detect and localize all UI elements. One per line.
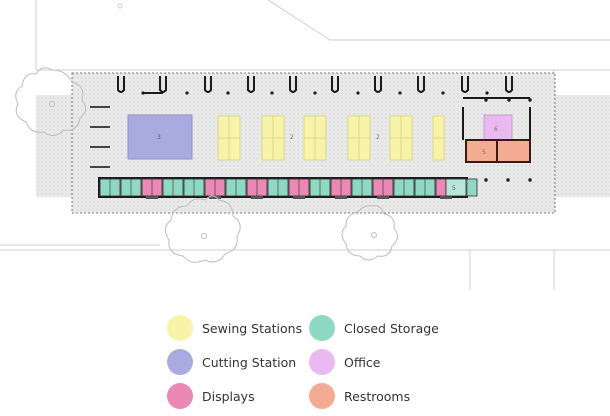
- display-unit-base: [377, 196, 389, 199]
- legend-item-office: Office: [309, 349, 381, 375]
- wall-post: [374, 76, 382, 93]
- column-dot: [507, 98, 511, 102]
- wall-post: [289, 76, 297, 93]
- display-unit-base: [209, 196, 221, 199]
- storage-unit: [309, 178, 331, 197]
- sewing-station: [261, 115, 285, 161]
- storage-unit: [351, 178, 373, 197]
- legend-label-restrooms: Restrooms: [344, 388, 411, 404]
- storage-end-number: 5: [452, 185, 456, 192]
- wall-post: [461, 76, 469, 93]
- storage-unit: [162, 178, 184, 197]
- legend-label-cutting: Cutting Station: [202, 354, 297, 370]
- sewing-station: [389, 115, 413, 161]
- sewing-station-number-a: 2: [290, 134, 294, 141]
- site-context-lines: [0, 0, 610, 290]
- sewing-station-number-b: 2: [376, 134, 380, 141]
- storage-unit: [414, 178, 436, 197]
- column-dot: [528, 98, 532, 102]
- wall-post-dot: [185, 91, 189, 95]
- wall-post: [417, 76, 425, 93]
- entry-stairs: [90, 106, 110, 168]
- wall-post-dot: [441, 91, 445, 95]
- display-unit-base: [293, 196, 305, 199]
- storage-unit-end: [445, 178, 467, 197]
- column-dot: [484, 178, 488, 182]
- cutting-station-number: 3: [157, 134, 161, 141]
- wall-post: [505, 76, 513, 93]
- display-unit-base: [440, 196, 452, 199]
- wall-post: [204, 76, 212, 93]
- display-unit: [246, 178, 268, 199]
- sewing-station: [347, 115, 371, 161]
- legend-label-storage: Closed Storage: [344, 320, 439, 336]
- column-dots: [484, 98, 532, 182]
- storage-unit: [267, 178, 289, 197]
- wall-post: [117, 76, 125, 93]
- column-dot: [484, 98, 488, 102]
- display-unit: [204, 178, 226, 199]
- storage-unit: [225, 178, 247, 197]
- legend-swatch-displays: [167, 383, 193, 409]
- legend-label-office: Office: [344, 354, 381, 370]
- storage-unit: [393, 178, 415, 197]
- wall-post-dot: [270, 91, 274, 95]
- legend-swatch-office: [309, 349, 335, 375]
- office-number: 6: [494, 126, 498, 133]
- storage-unit: [183, 178, 205, 197]
- wall-post-dot: [485, 91, 489, 95]
- sewing-station: [217, 115, 241, 161]
- display-unit-base: [146, 196, 158, 199]
- display-unit: [141, 178, 163, 199]
- legend-item-sewing: Sewing Stations: [167, 315, 302, 341]
- sewing-station: [303, 115, 327, 161]
- storage-unit: [99, 178, 121, 197]
- column-dot: [528, 178, 532, 182]
- tree-right: [341, 205, 398, 261]
- restroom-number: 5: [482, 149, 486, 156]
- sewing-station: [432, 115, 445, 161]
- wall-post: [331, 76, 339, 93]
- legend-item-cutting: Cutting Station: [167, 349, 296, 375]
- wall-post-dot: [313, 91, 317, 95]
- wall-post-dot: [398, 91, 402, 95]
- storage-display-row: [99, 178, 478, 199]
- tree-left: [15, 67, 86, 136]
- wall-post-dot: [356, 91, 360, 95]
- legend-label-sewing: Sewing Stations: [202, 320, 303, 336]
- display-unit: [288, 178, 310, 199]
- legend-swatch-cutting: [167, 349, 193, 375]
- cutting-station: [127, 114, 193, 160]
- wall-post-dot: [226, 91, 230, 95]
- legend-swatch-sewing: [167, 315, 193, 341]
- floor-plan: 3 2 2 6 5 5: [0, 0, 610, 290]
- legend-swatch-restrooms: [309, 383, 335, 409]
- legend-item-storage: Closed Storage: [309, 315, 439, 341]
- sewing-stations: [217, 115, 445, 161]
- legend-item-restrooms: Restrooms: [309, 383, 410, 409]
- storage-unit: [120, 178, 142, 197]
- display-unit: [372, 178, 394, 199]
- column-dot: [506, 178, 510, 182]
- display-unit-base: [251, 196, 263, 199]
- display-unit-base: [335, 196, 347, 199]
- legend-label-displays: Displays: [202, 388, 255, 404]
- legend-swatch-storage: [309, 315, 335, 341]
- legend-item-displays: Displays: [167, 383, 255, 409]
- display-unit: [330, 178, 352, 199]
- office-walls: [462, 107, 531, 140]
- wall-post: [247, 76, 255, 93]
- top-wall-posts: [117, 76, 530, 99]
- tree-middle: [165, 195, 241, 263]
- office: [483, 114, 513, 141]
